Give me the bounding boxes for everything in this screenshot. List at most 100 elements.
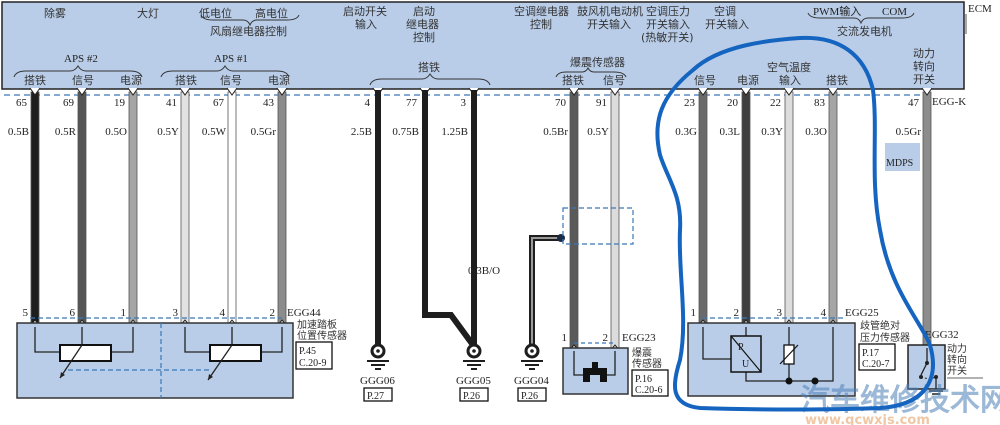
wire-line <box>741 91 751 324</box>
wire-line <box>77 91 87 324</box>
wire-spec: 0.5Br <box>543 126 568 138</box>
pin-number: 77 <box>406 97 418 109</box>
label-blower-switch-input: 开关输入 <box>587 17 631 31</box>
pin-label: 搭铁 <box>24 74 46 87</box>
group-power-steering-3: 开关 <box>913 72 935 86</box>
label-defog: 除雾 <box>44 6 66 20</box>
wire-spec: 0.3G <box>675 126 697 138</box>
wire-22: 220.3Y3 <box>761 87 795 327</box>
wire-20: 200.3L2 <box>720 87 752 327</box>
terminal-caret <box>609 87 621 96</box>
ecm-connector-id: EGG-K <box>932 96 966 108</box>
psw-name-line3: 开关 <box>947 364 967 377</box>
group-aps1: APS #1 <box>214 53 248 65</box>
pin-label: 信号 <box>72 74 94 87</box>
wire-line <box>828 91 838 324</box>
wire-line <box>922 91 932 346</box>
ecm-top-labels: 除雾 大灯 低电位 高电位 风扇继电器控制 启动开关 输入 启动 继电器 控制 … <box>44 4 915 44</box>
ecm-group-labels: APS #2 APS #1 搭铁 爆震传感器 空气温度 输入 动力 转向 开关 … <box>13 47 935 87</box>
label-start-switch-input: 输入 <box>355 17 377 31</box>
aps-connector-id: EGG44 <box>287 307 321 319</box>
component-power-steering-switch: EGG32 动力 转向 开关 <box>907 329 983 395</box>
terminal-caret <box>921 87 933 96</box>
group-power-steering-2: 转向 <box>913 59 935 73</box>
pin-number: 23 <box>684 97 696 109</box>
aps2-potentiometer <box>59 344 112 362</box>
map-connector-id: EGG25 <box>845 307 879 319</box>
knock-page-ref: P.16 <box>635 374 652 385</box>
shield-wire-spec: 0.3B/O <box>468 265 500 277</box>
wire-spec: 0.5W <box>202 126 227 138</box>
label-start-relay: 继电器 <box>406 18 439 31</box>
ground-ggg06: GGG06 P.27 <box>360 343 395 402</box>
pin-number: 67 <box>213 97 225 109</box>
ground-ggg05: GGG05 P.26 <box>456 343 491 402</box>
terminal-caret <box>29 87 41 96</box>
group-aps2: APS #2 <box>64 53 98 65</box>
wire-line <box>784 91 794 324</box>
pin-number: 19 <box>114 97 126 109</box>
pin-number: 65 <box>16 97 28 109</box>
shield-wire-inner <box>531 237 561 348</box>
aps-name-line2: 位置传感器 <box>297 329 347 342</box>
wire-spec: 0.5R <box>55 126 77 138</box>
psw-name-line2: 转向 <box>947 353 967 366</box>
aps-name-line1: 加速踏板 <box>297 318 337 331</box>
pin-label: 搭铁 <box>562 74 584 87</box>
pin-label: 电源 <box>120 73 142 87</box>
label-low-potential: 低电位 <box>199 6 232 20</box>
knock-element <box>583 362 607 382</box>
wire-83: 830.3O4 <box>805 87 839 327</box>
ground-wiring: 0.3B/O <box>375 90 634 348</box>
label-pwm-input: PWM输入 <box>813 4 861 18</box>
terminal-caret <box>179 87 191 96</box>
ground-page-ref: P.27 <box>367 391 384 402</box>
wire-19: 190.5O1 <box>105 87 139 327</box>
ground-page-ref: P.26 <box>463 391 480 402</box>
pin-label: 信号 <box>220 74 242 87</box>
label-alternator: 交流发电机 <box>837 24 892 38</box>
pin-number: 43 <box>263 97 275 109</box>
label-ac-switch-input: 开关输入 <box>705 17 749 31</box>
label-thermal-switch: (热敏开关) <box>641 30 694 44</box>
brace-fan <box>200 14 300 27</box>
knock-connector-id: EGG23 <box>622 332 656 344</box>
map-circuit-ref: C.20-7 <box>862 359 890 370</box>
connector-pin-number: 1 <box>691 307 697 319</box>
terminal-caret <box>697 87 709 96</box>
ground-page-ref: P.26 <box>521 391 538 402</box>
wire-67: 670.5W4 <box>202 87 238 327</box>
mdps-tag-bg <box>885 143 920 171</box>
ground-symbols: GGG06 P.27 GGG05 P.26 GGG04 P.26 <box>360 343 549 402</box>
pin-number: 47 <box>908 97 920 109</box>
wire-spec: 0.5Y <box>587 126 609 138</box>
brace-aps2 <box>13 65 143 78</box>
group-ground: 搭铁 <box>418 61 440 74</box>
label-fan-relay-control: 风扇继电器控制 <box>210 24 287 38</box>
wire-spec: 0.5Y <box>157 126 179 138</box>
pin-number: 20 <box>727 97 739 109</box>
terminal-caret <box>76 87 88 96</box>
pin-number: 3 <box>461 97 467 109</box>
connector-pin-number: 2 <box>270 307 276 319</box>
label-ac: 空调 <box>714 4 736 18</box>
brace-knock <box>555 66 627 78</box>
label-high-potential: 高电位 <box>255 6 288 20</box>
component-map-sensor: P U EGG25 歧管绝对 压力传感器 P.17 C.20-7 <box>687 307 910 397</box>
terminal-caret <box>276 87 288 96</box>
shield-dashed-box <box>562 207 634 245</box>
watermark: 汽车维修技术网 www.qcwxjs.com <box>800 383 1000 425</box>
mdps-tag: MDPS <box>886 158 913 169</box>
pin-label: 搭铁 <box>175 74 197 87</box>
pin-number: 70 <box>555 97 567 109</box>
pin-label: 电源 <box>737 73 759 87</box>
pin-number: 41 <box>166 97 177 109</box>
pin-label: 信号 <box>603 74 625 87</box>
wire-spec: 2.5B <box>351 126 372 138</box>
label-com: COM <box>882 6 907 18</box>
watermark-url: www.qcwxjs.com <box>805 413 930 425</box>
wire-77-route <box>422 90 476 347</box>
component-aps: EGG44 加速踏板 位置传感器 P.45 C.20-9 <box>16 307 347 399</box>
label-blower-motor: 鼓风机电动机 <box>577 4 643 18</box>
brace-aps1 <box>160 65 290 78</box>
